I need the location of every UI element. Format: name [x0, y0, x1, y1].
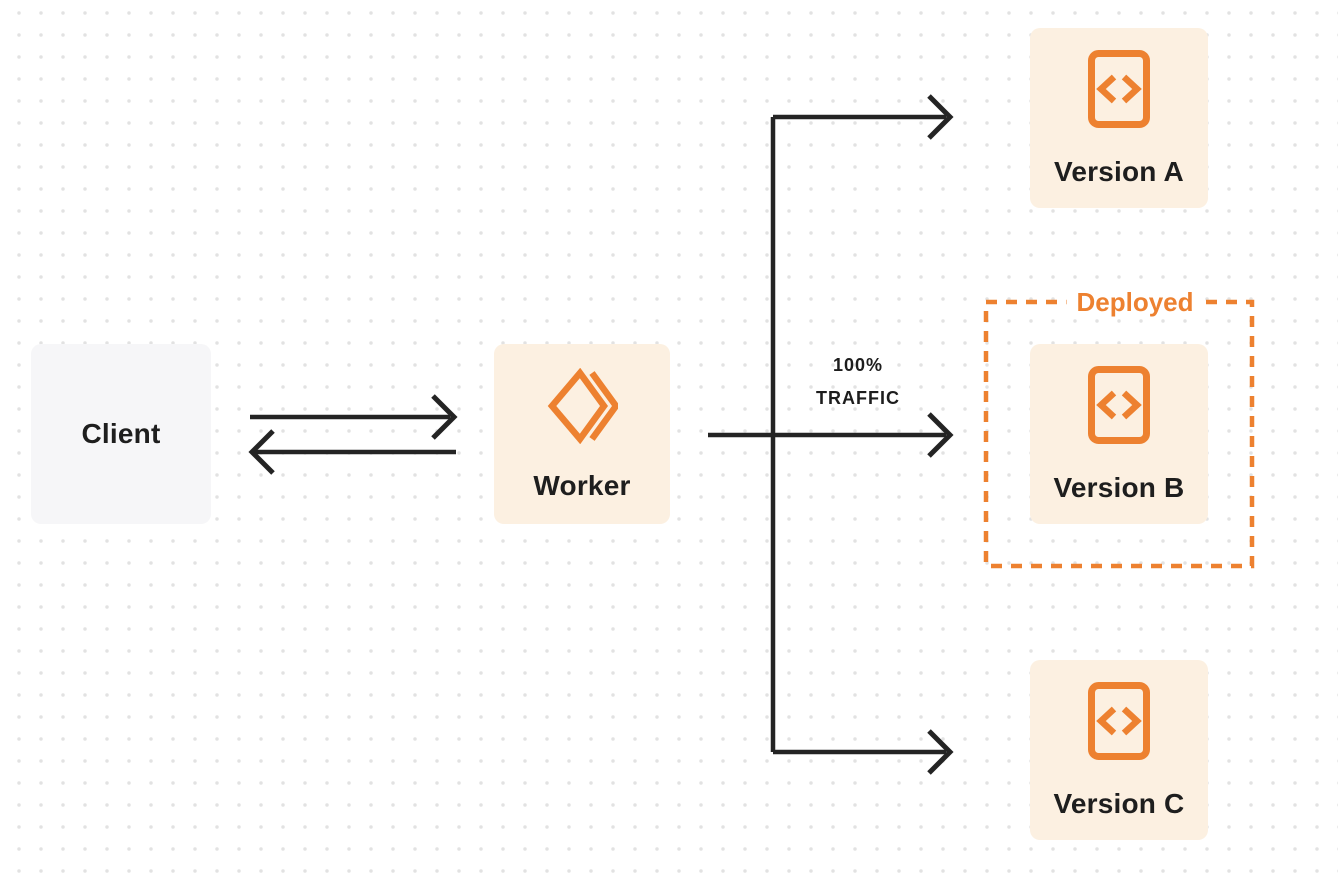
arrows	[248, 94, 954, 775]
request-arrowhead	[431, 394, 458, 440]
traffic-label-percent: 100%	[832, 355, 884, 375]
branch-c-arrowhead	[927, 729, 954, 775]
node-version-a: Version A	[1030, 28, 1208, 208]
node-version-c: Version C	[1030, 660, 1208, 840]
branch-a-arrowhead	[927, 94, 954, 140]
response-arrowhead	[248, 429, 275, 475]
version-a-label: Version A	[1054, 155, 1184, 187]
client-label: Client	[81, 418, 161, 449]
node-worker: Worker	[494, 344, 670, 524]
code-file-icon	[1088, 49, 1150, 133]
deployed-label: Deployed	[1066, 287, 1204, 317]
worker-label: Worker	[533, 469, 631, 501]
node-client: Client	[31, 344, 211, 524]
version-c-label: Version C	[1053, 787, 1185, 819]
code-file-icon	[1088, 365, 1150, 449]
node-version-b: Version B	[1030, 344, 1208, 524]
version-b-label: Version B	[1053, 471, 1185, 503]
cloudflare-workers-logo-icon	[546, 367, 621, 449]
traffic-label: 100% TRAFFIC	[795, 349, 921, 415]
traffic-label-word: TRAFFIC	[816, 388, 900, 408]
code-file-icon	[1088, 681, 1150, 765]
traffic-arrowhead	[927, 412, 954, 458]
deployed-dashed-outline	[983, 299, 1255, 569]
